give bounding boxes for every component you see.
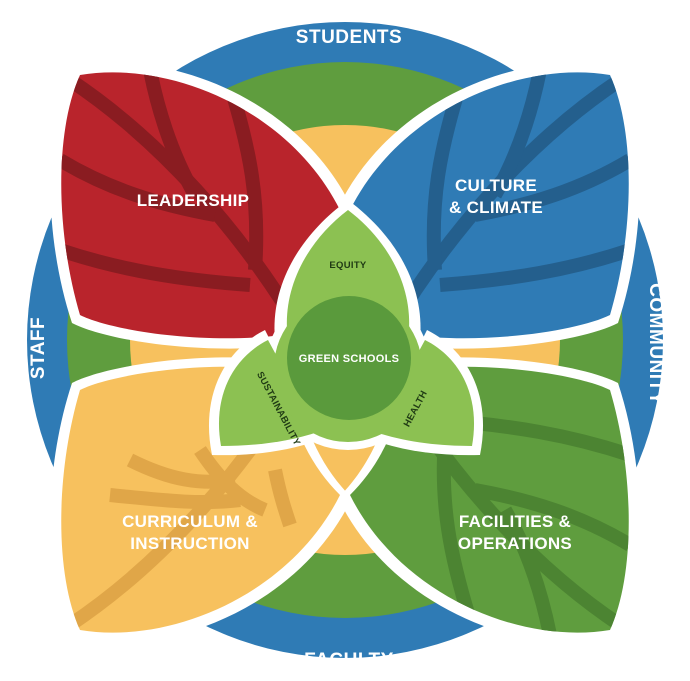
veins-culture	[383, 72, 629, 334]
ring-label-community: COMMUNITY	[645, 283, 666, 405]
petal-label-leadership: LEADERSHIP	[137, 191, 250, 210]
petal-label-curriculum-line1: CURRICULUM &	[122, 512, 258, 531]
petal-label-culture-line1: CULTURE	[455, 176, 537, 195]
veins-leadership	[61, 72, 307, 334]
core-circle	[287, 296, 411, 420]
ring-label-staff: STAFF	[28, 317, 49, 379]
petal-label-curriculum-line2: INSTRUCTION	[130, 534, 249, 553]
petal-leadership: LEADERSHIP	[61, 72, 340, 339]
lobe-sustainability	[218, 340, 318, 446]
label-equity: EQUITY	[329, 260, 367, 271]
ring-label-students: STUDENTS	[296, 27, 402, 48]
ring-label-faculty: FACULTY	[304, 650, 394, 671]
center-trefoil: EQUITY GREEN SCHOOLS SUSTAINABILITY HEAL…	[208, 200, 484, 456]
petal-culture-climate: CULTURE & CLIMATE	[350, 72, 629, 339]
label-green-schools: GREEN SCHOOLS	[299, 353, 399, 365]
petal-label-facilities-line2: OPERATIONS	[458, 534, 572, 553]
petal-label-facilities-line1: FACILITIES &	[459, 512, 571, 531]
petal-label-culture-line2: & CLIMATE	[449, 198, 543, 217]
